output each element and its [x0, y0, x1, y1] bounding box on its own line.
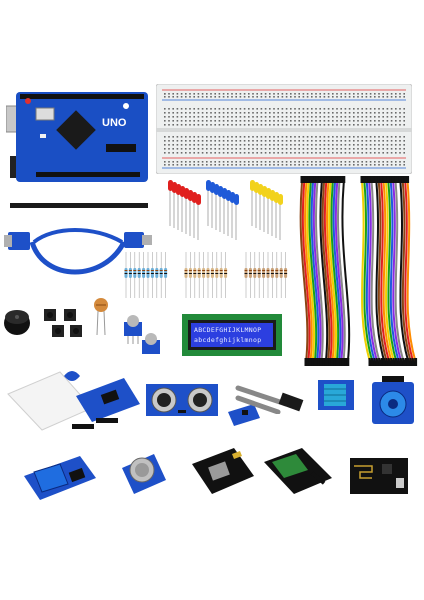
- potentiometers: [120, 314, 166, 362]
- bluetooth-module: [262, 446, 338, 500]
- buzzer: [2, 305, 32, 339]
- nrf24-module: [348, 454, 412, 498]
- soil-moisture-sensor: [234, 380, 306, 414]
- gas-sensor: [118, 446, 170, 498]
- rfid-kit: [6, 368, 142, 438]
- usb-cable: [4, 220, 154, 280]
- jumper-wires: [294, 176, 420, 370]
- lcd-line-1: ABCDEFGHIJKLMNOP: [194, 326, 261, 334]
- push-buttons: [42, 305, 84, 341]
- red-leds: [168, 180, 283, 240]
- resistors: [122, 252, 292, 298]
- breadboard: [156, 84, 412, 174]
- arduino-uno-board: UNO: [6, 86, 152, 186]
- pin-header: [10, 201, 148, 211]
- small-module: [226, 402, 262, 428]
- touch-sensor: [370, 374, 416, 426]
- breadboard-holes: [164, 93, 405, 166]
- board-logo: UNO: [102, 117, 127, 129]
- esp8266-module: [188, 444, 258, 502]
- relay-module: [20, 452, 100, 504]
- ultrasonic-sensor: [146, 380, 218, 420]
- lcd-line-2: abcdefghijklmnop: [194, 336, 261, 344]
- dht11-sensor: [316, 376, 360, 416]
- led-set: [166, 178, 291, 246]
- lcd-display: ABCDEFGHIJKLMNOP abcdefghijklmnop: [182, 314, 282, 356]
- ldr: [90, 297, 112, 337]
